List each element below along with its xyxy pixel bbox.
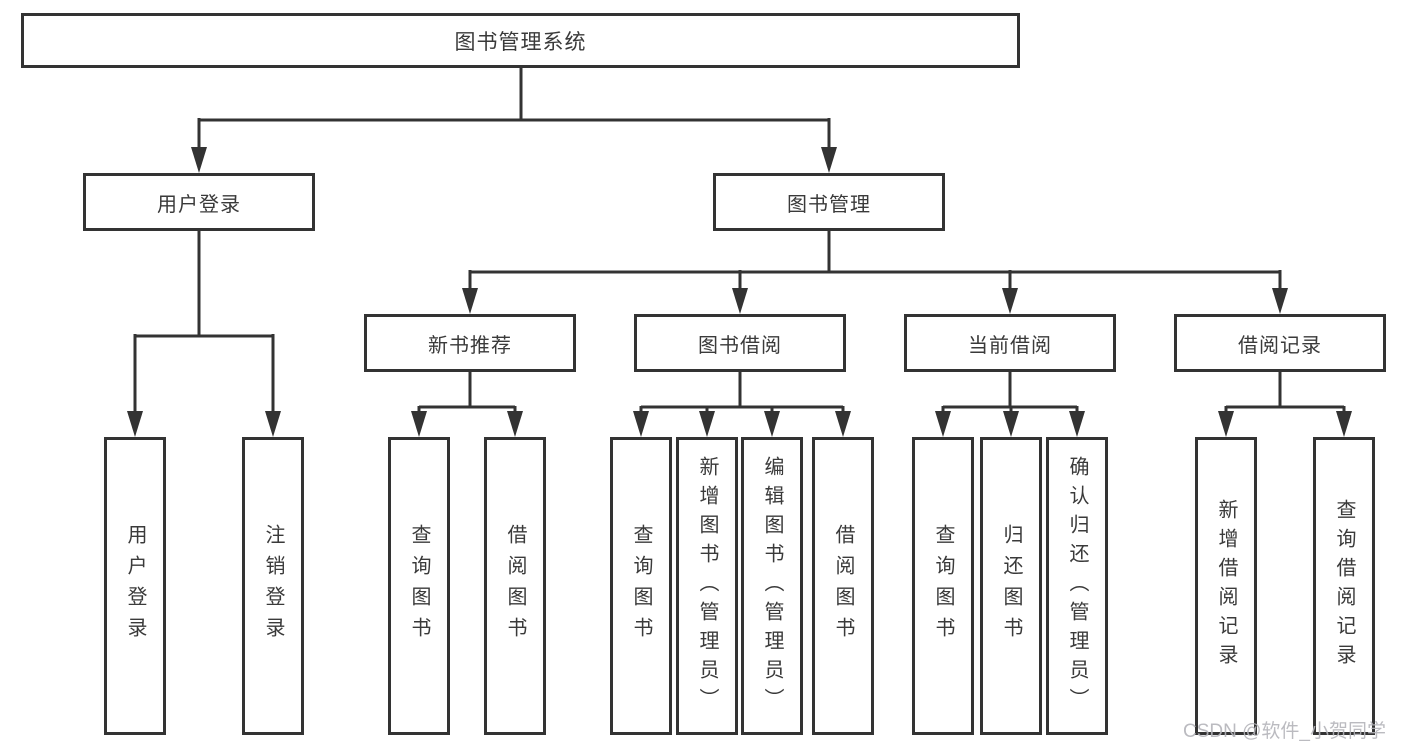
node-borrowing-records: 借阅记录 — [1174, 314, 1386, 372]
leaf-records-query-record: 查询借阅记录 — [1313, 437, 1375, 735]
leaf-label: 注销登录 — [262, 524, 284, 648]
node-label: 图书借阅 — [698, 334, 782, 357]
csdn-watermark: CSDN @软件_小贺同学 — [1183, 721, 1386, 742]
node-new-book-recommend: 新书推荐 — [364, 314, 576, 372]
node-label: 当前借阅 — [968, 334, 1052, 357]
leaf-label: 借阅图书 — [504, 524, 526, 648]
leaf-current-return-books: 归还图书 — [980, 437, 1042, 735]
leaf-label: 归还图书 — [1000, 524, 1022, 648]
node-system-root: 图书管理系统 — [21, 13, 1020, 68]
leaf-user-login: 用户登录 — [104, 437, 166, 735]
leaf-logout: 注销登录 — [242, 437, 304, 735]
leaf-label: 编辑图书（管理员） — [761, 455, 783, 717]
node-user-login: 用户登录 — [83, 173, 315, 231]
leaf-label: 借阅图书 — [832, 524, 854, 648]
leaf-label: 新增借阅记录 — [1215, 499, 1237, 673]
node-book-borrowing: 图书借阅 — [634, 314, 846, 372]
leaf-label: 查询图书 — [932, 524, 954, 648]
leaf-label: 查询图书 — [630, 524, 652, 648]
leaf-borrow-borrow-books: 借阅图书 — [812, 437, 874, 735]
leaf-current-confirm-return-admin: 确认归还（管理员） — [1046, 437, 1108, 735]
leaf-recommend-query-books: 查询图书 — [388, 437, 450, 735]
leaf-label: 用户登录 — [124, 524, 146, 648]
leaf-borrow-add-books-admin: 新增图书（管理员） — [676, 437, 738, 735]
node-label: 图书管理系统 — [454, 30, 587, 54]
node-current-borrowing: 当前借阅 — [904, 314, 1116, 372]
leaf-label: 查询图书 — [408, 524, 430, 648]
leaf-borrow-edit-books-admin: 编辑图书（管理员） — [741, 437, 803, 735]
node-label: 用户登录 — [157, 193, 241, 216]
leaf-records-add-record: 新增借阅记录 — [1195, 437, 1257, 735]
leaf-recommend-borrow-books: 借阅图书 — [484, 437, 546, 735]
leaf-current-query-books: 查询图书 — [912, 437, 974, 735]
node-label: 借阅记录 — [1238, 334, 1322, 357]
node-book-management: 图书管理 — [713, 173, 945, 231]
leaf-label: 查询借阅记录 — [1333, 499, 1355, 673]
leaf-borrow-query-books: 查询图书 — [610, 437, 672, 735]
leaf-label: 确认归还（管理员） — [1066, 455, 1088, 717]
arrowheads — [127, 147, 1352, 437]
leaf-label: 新增图书（管理员） — [696, 455, 718, 717]
node-label: 图书管理 — [787, 193, 871, 216]
node-label: 新书推荐 — [428, 334, 512, 357]
